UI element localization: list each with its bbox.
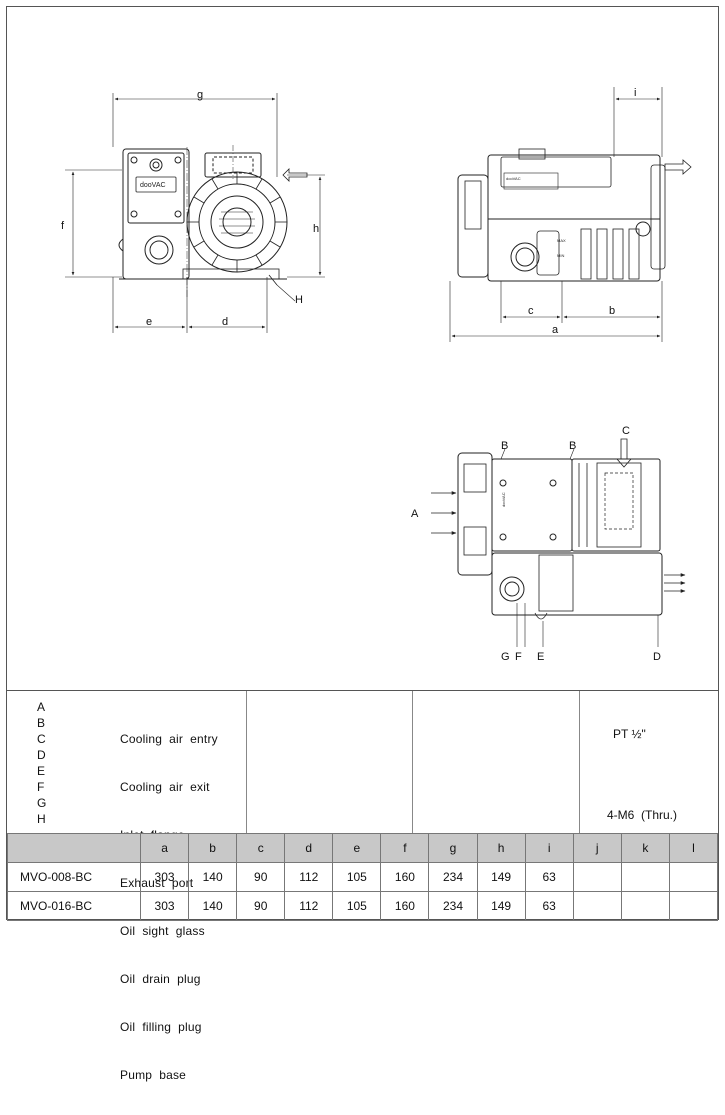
table-cell: 234 — [428, 891, 478, 921]
front-brand-logo: dooVAC — [140, 182, 166, 189]
table-cell: 303 — [139, 862, 190, 892]
column-header: l — [668, 833, 719, 863]
legend-letter: G — [37, 796, 47, 810]
pump-base-spec: 4-M6 (Thru.) — [607, 808, 678, 822]
table-cell: 160 — [380, 862, 430, 892]
table-cell: 140 — [188, 891, 238, 921]
column-header: k — [620, 833, 670, 863]
legend-letter-column: A B C D E F G H — [37, 699, 46, 827]
table-cell: 160 — [380, 891, 430, 921]
column-header: b — [188, 833, 238, 863]
dim-f-label: f — [61, 220, 65, 232]
dim-h-label: h — [313, 223, 319, 235]
table-cell: 105 — [332, 862, 382, 892]
callout-d-label: D — [653, 651, 661, 663]
column-header: i — [524, 833, 574, 863]
table-cell: 105 — [332, 891, 382, 921]
table-cell: 140 — [188, 862, 238, 892]
legend-divider — [246, 691, 247, 834]
column-header: c — [236, 833, 286, 863]
top-view — [431, 438, 686, 647]
oil-level-min-label: MIN — [557, 253, 564, 258]
dim-e-label: e — [146, 316, 152, 328]
legend-letter: H — [37, 812, 46, 826]
legend-name: Cooling air entry — [120, 732, 218, 746]
table-cell — [668, 862, 719, 892]
column-header: f — [380, 833, 430, 863]
technical-drawing-area: g f h e d H dooVAC — [7, 7, 718, 690]
table-cell: 303 — [139, 891, 190, 921]
dimension-table: a b c d e f g h i j k l MVO-008-BC 303 — [7, 833, 719, 921]
callout-h-label: H — [295, 294, 303, 306]
table-cell: 63 — [524, 891, 574, 921]
parts-legend: A B C D E F G H Cooling air entry Coolin… — [7, 690, 718, 1082]
model-name-cell: MVO-016-BC — [7, 891, 141, 921]
side-brand-logo: dooVAC — [506, 176, 521, 181]
column-header: h — [476, 833, 526, 863]
table-cell: 90 — [236, 862, 286, 892]
legend-name: Oil drain plug — [120, 972, 201, 986]
legend-divider — [579, 691, 580, 834]
table-cell — [668, 891, 719, 921]
column-header: j — [572, 833, 622, 863]
oil-level-max-label: MAX — [557, 238, 566, 243]
callout-f-label: F — [515, 651, 522, 663]
table-row: MVO-008-BC 303 140 90 112 105 160 234 14… — [7, 862, 719, 892]
table-cell — [572, 891, 622, 921]
legend-letter: B — [37, 716, 46, 730]
top-brand-logo: dooVAC — [501, 492, 506, 507]
legend-name: Oil filling plug — [120, 1020, 202, 1034]
drawing-sheet: g f h e d H dooVAC — [6, 6, 719, 1082]
table-cell: 90 — [236, 891, 286, 921]
table-row: MVO-016-BC 303 140 90 112 105 160 234 14… — [7, 891, 719, 921]
table-cell: 234 — [428, 862, 478, 892]
table-cell — [620, 891, 670, 921]
column-header: a — [139, 833, 190, 863]
column-header — [7, 833, 141, 863]
table-cell: 149 — [476, 891, 526, 921]
dim-i-label: i — [634, 87, 636, 99]
table-cell: 63 — [524, 862, 574, 892]
table-cell — [572, 862, 622, 892]
callout-g-label: G — [501, 651, 510, 663]
legend-name: Oil sight glass — [120, 924, 205, 938]
legend-name: Pump base — [120, 1068, 187, 1082]
dim-g-label: g — [197, 89, 203, 101]
legend-letter: A — [37, 700, 46, 714]
table-cell: 112 — [284, 891, 334, 921]
column-header: d — [284, 833, 334, 863]
column-header: g — [428, 833, 478, 863]
callout-e-label: E — [537, 651, 544, 663]
table-cell: 112 — [284, 862, 334, 892]
dim-c-label: c — [528, 305, 534, 317]
callout-a-label: A — [411, 508, 419, 520]
column-header: e — [332, 833, 382, 863]
dim-d-label: d — [222, 316, 228, 328]
table-header-row: a b c d e f g h i j k l — [7, 833, 719, 863]
legend-divider — [412, 691, 413, 834]
callout-b-left-label: B — [501, 440, 508, 452]
callout-c-label: C — [622, 425, 630, 437]
dimension-table-grid: a b c d e f g h i j k l MVO-008-BC 303 — [7, 833, 719, 921]
table-cell — [620, 862, 670, 892]
front-view — [65, 93, 325, 333]
inlet-flange-spec: PT ½" — [613, 727, 646, 741]
dim-b-label: b — [609, 305, 615, 317]
table-cell: 149 — [476, 862, 526, 892]
callout-b-right-label: B — [569, 440, 576, 452]
legend-letter: D — [37, 748, 46, 762]
legend-name: Cooling air exit — [120, 780, 210, 794]
model-name-cell: MVO-008-BC — [7, 862, 141, 892]
legend-spec-notes: PT ½" 4-M6 (Thru.) — [579, 691, 718, 834]
legend-letter: E — [37, 764, 46, 778]
legend-letter: F — [37, 780, 45, 794]
dim-a-label: a — [552, 324, 559, 336]
legend-letter: C — [37, 732, 46, 746]
side-view — [449, 87, 692, 342]
